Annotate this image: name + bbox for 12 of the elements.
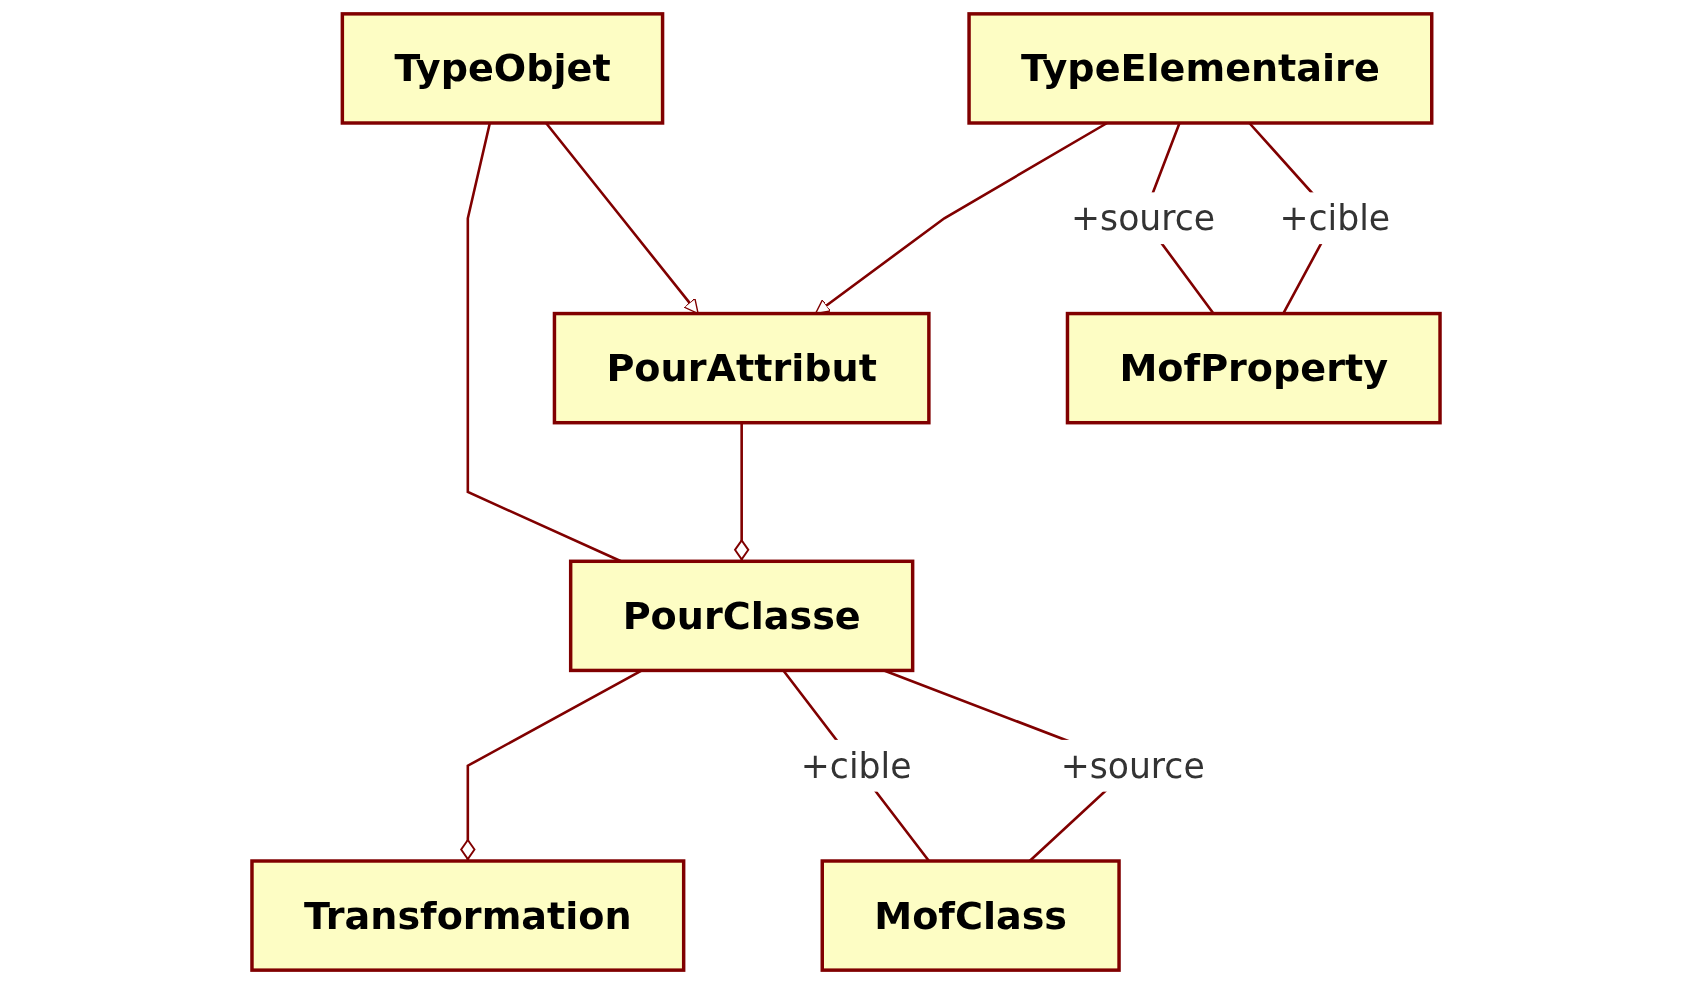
node-box: TypeObjet — [340, 12, 665, 125]
edge-label: +cible — [800, 744, 912, 787]
edge-label: +source — [1071, 197, 1216, 240]
node-box: TypeElementaire — [967, 12, 1434, 125]
connector — [734, 422, 750, 562]
node-box: MofProperty — [1065, 311, 1442, 425]
node-box: PourClasse — [568, 559, 915, 673]
edge-label: +source — [1060, 744, 1205, 787]
node-box: Transformation — [250, 859, 686, 972]
node-box: MofClass — [820, 859, 1121, 972]
node-box: PourAttribut — [552, 311, 931, 425]
edge-label: +cible — [1279, 197, 1391, 240]
